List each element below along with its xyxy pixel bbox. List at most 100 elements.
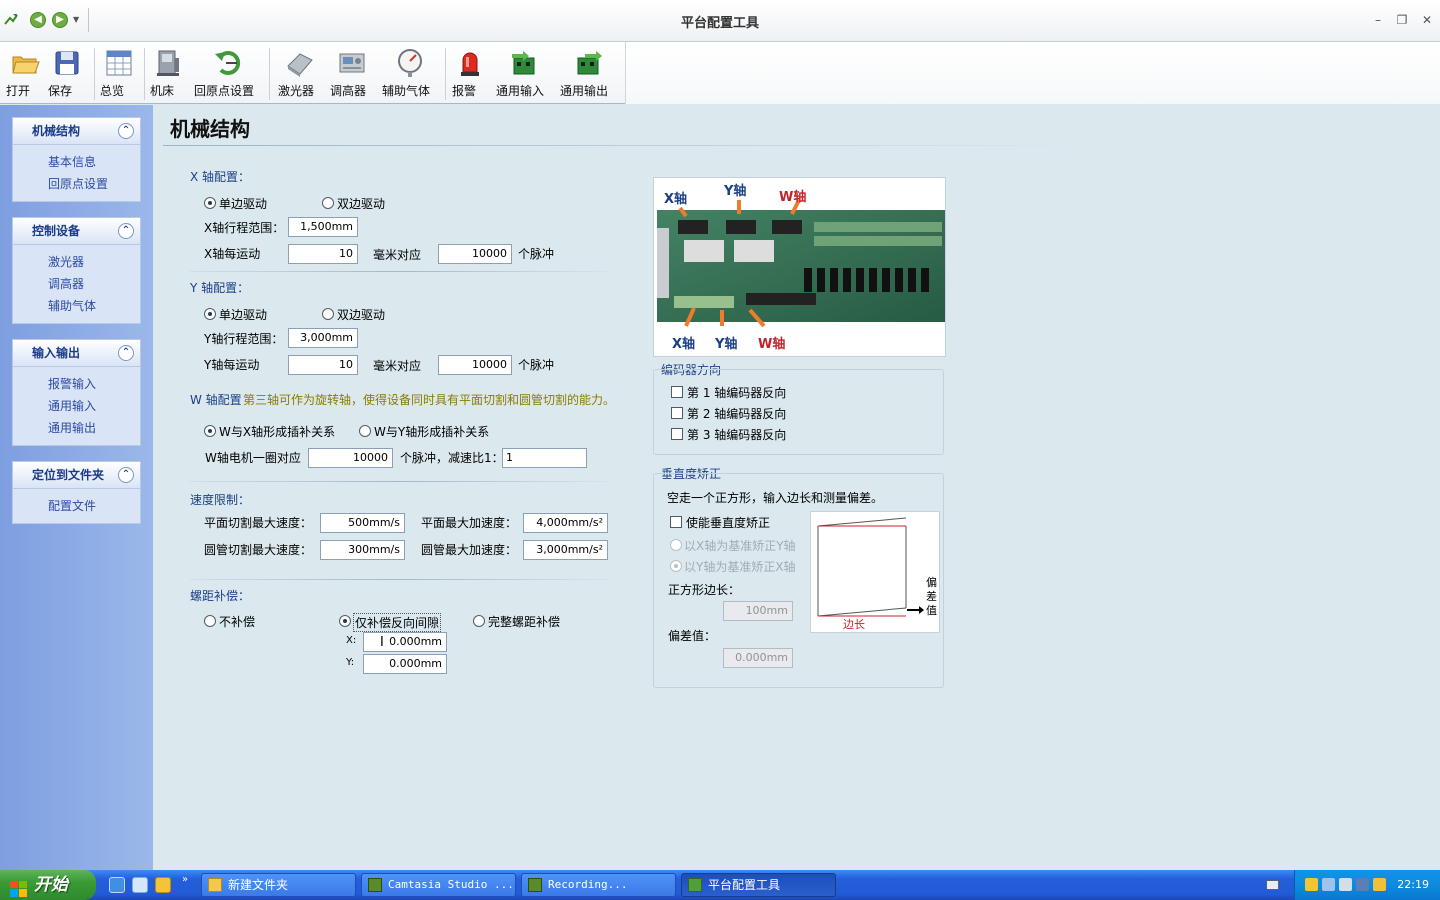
open-label: 打开 — [6, 84, 31, 98]
pitch-x-field[interactable]: 0.000mm — [363, 632, 447, 652]
nav-item-basic-info[interactable]: 基本信息 — [48, 155, 97, 169]
general-input-button[interactable]: 通用输入 — [496, 48, 552, 102]
plane-acc-label: 平面最大加速度： — [421, 516, 518, 530]
open-button[interactable]: 打开 — [6, 48, 44, 102]
nav-item-assist-gas[interactable]: 辅助气体 — [48, 299, 97, 313]
y-range-field[interactable]: 3,000mm — [288, 328, 358, 348]
x-per-move-field[interactable]: 10 — [288, 244, 358, 264]
perpendicular-enable-label: 使能垂直度矫正 — [686, 516, 771, 530]
pitch-y-field[interactable]: 0.000mm — [363, 654, 447, 674]
task-new-folder[interactable]: 新建文件夹 — [201, 873, 356, 897]
homing-button[interactable]: 回原点设置 — [194, 48, 262, 102]
tube-speed-field[interactable]: 300mm/s — [320, 540, 405, 560]
nav-item-config-file[interactable]: 配置文件 — [48, 499, 97, 513]
nav-item-homing[interactable]: 回原点设置 — [48, 177, 109, 191]
save-button[interactable]: 保存 — [48, 48, 86, 102]
ribbon-empty-area — [625, 42, 1440, 104]
pitch-backlash-radio[interactable] — [339, 615, 351, 627]
nav-item-alarm-input[interactable]: 报警输入 — [48, 377, 97, 391]
general-output-button[interactable]: 通用输出 — [560, 48, 616, 102]
task-platform-config[interactable]: 平台配置工具 — [681, 873, 836, 897]
x-single-drive-radio[interactable] — [204, 197, 216, 209]
network-icon[interactable] — [1322, 878, 1335, 891]
pressure-gauge-icon — [395, 48, 425, 78]
ie-icon[interactable] — [109, 877, 125, 893]
y-per-move-label: Y轴每运动 — [204, 358, 260, 372]
app-icon — [688, 878, 702, 892]
w-y-interp-radio[interactable] — [359, 425, 371, 437]
square-side-field[interactable]: 100mm — [723, 601, 793, 621]
overview-button[interactable]: 总览 — [100, 48, 138, 102]
start-label: 开始 — [34, 875, 68, 895]
start-button[interactable]: 开始 — [0, 870, 96, 900]
collapse-chevron-icon[interactable]: ⌃ — [118, 223, 134, 239]
nav-item-general-output[interactable]: 通用输出 — [48, 421, 97, 435]
collapse-chevron-icon[interactable]: ⌃ — [118, 467, 134, 483]
perpendicular-enable-checkbox[interactable] — [670, 516, 682, 528]
w-motor-field[interactable]: 10000 — [308, 448, 393, 468]
navigation-sidebar: 机械结构 ⌃ 基本信息 回原点设置 控制设备 ⌃ 激光器 调高器 辅助气体 输入… — [0, 105, 153, 870]
y-double-drive-radio[interactable] — [322, 308, 334, 320]
plane-speed-field[interactable]: 500mm/s — [320, 513, 405, 533]
machine-button[interactable]: 机床 — [150, 48, 186, 102]
encoder-1-checkbox[interactable] — [671, 386, 683, 398]
encoder-3-checkbox[interactable] — [671, 428, 683, 440]
laser-button[interactable]: 激光器 — [278, 48, 322, 102]
nav-group-header[interactable]: 定位到文件夹 ⌃ — [12, 461, 141, 488]
perp-y-base-radio[interactable] — [670, 560, 682, 572]
close-button[interactable]: ✕ — [1421, 13, 1433, 27]
pitch-y-label: Y: — [346, 657, 355, 668]
forward-icon[interactable]: ▶ — [52, 12, 68, 28]
plane-acc-field[interactable]: 4,000mm/s² — [523, 513, 608, 533]
collapse-chevron-icon[interactable]: ⌃ — [118, 123, 134, 139]
y-single-drive-radio[interactable] — [204, 308, 216, 320]
nav-group-header[interactable]: 控制设备 ⌃ — [12, 217, 141, 244]
deviation-field[interactable]: 0.000mm — [723, 648, 793, 668]
pitch-none-radio[interactable] — [204, 615, 216, 627]
nav-group-header[interactable]: 输入输出 ⌃ — [12, 339, 141, 366]
task-camtasia[interactable]: Camtasia Studio ... — [361, 873, 516, 897]
input-terminal-icon — [509, 48, 539, 78]
keyboard-icon[interactable] — [1266, 880, 1279, 890]
height-controller-button[interactable]: 调高器 — [330, 48, 374, 102]
encoder-2-checkbox[interactable] — [671, 407, 683, 419]
controller-board-image: X轴 Y轴 W轴 X轴 Y轴 W轴 — [653, 177, 946, 357]
tube-acc-label: 圆管最大加速度： — [421, 543, 518, 557]
quick-access-dropdown-icon[interactable]: ▼ — [73, 15, 80, 24]
desktop-icon[interactable] — [132, 877, 148, 893]
w-x-interp-radio[interactable] — [204, 425, 216, 437]
section-divider — [190, 579, 608, 580]
nav-item-height-controller[interactable]: 调高器 — [48, 277, 85, 291]
collapse-chevron-icon[interactable]: ⌃ — [118, 345, 134, 361]
nav-item-general-input[interactable]: 通用输入 — [48, 399, 97, 413]
quicklaunch-more-icon[interactable]: » — [182, 874, 189, 885]
alarm-button[interactable]: 报警 — [452, 48, 488, 102]
security-icon[interactable] — [1373, 878, 1386, 891]
nav-item-laser[interactable]: 激光器 — [48, 255, 85, 269]
assist-gas-button[interactable]: 辅助气体 — [382, 48, 438, 102]
qa-separator — [88, 8, 89, 32]
pitch-full-radio[interactable] — [473, 615, 485, 627]
y-per-move-field[interactable]: 10 — [288, 355, 358, 375]
perp-x-base-radio[interactable] — [670, 539, 682, 551]
x-double-drive-radio[interactable] — [322, 197, 334, 209]
shield-icon[interactable] — [1305, 878, 1318, 891]
y-pulses-field[interactable]: 10000 — [438, 355, 512, 375]
restore-button[interactable]: ❐ — [1396, 13, 1408, 27]
w-ratio-field[interactable]: 1 — [502, 448, 587, 468]
back-icon[interactable]: ◀ — [30, 12, 46, 28]
volume-icon[interactable] — [1339, 878, 1352, 891]
section-divider — [190, 271, 608, 272]
update-icon[interactable] — [1356, 878, 1369, 891]
task-recording[interactable]: Recording... — [521, 873, 676, 897]
nav-group-header[interactable]: 机械结构 ⌃ — [12, 117, 141, 144]
laser-label: 激光器 — [278, 84, 315, 98]
folder-icon — [208, 878, 222, 892]
messenger-icon[interactable] — [155, 877, 171, 893]
x-pulses-field[interactable]: 10000 — [438, 244, 512, 264]
x-range-field[interactable]: 1,500mm — [288, 217, 358, 237]
board-label-x-bottom: X轴 — [672, 337, 696, 352]
nav-group-body: 激光器 调高器 辅助气体 — [12, 244, 141, 324]
minimize-button[interactable]: – — [1375, 13, 1381, 27]
tube-acc-field[interactable]: 3,000mm/s² — [523, 540, 608, 560]
